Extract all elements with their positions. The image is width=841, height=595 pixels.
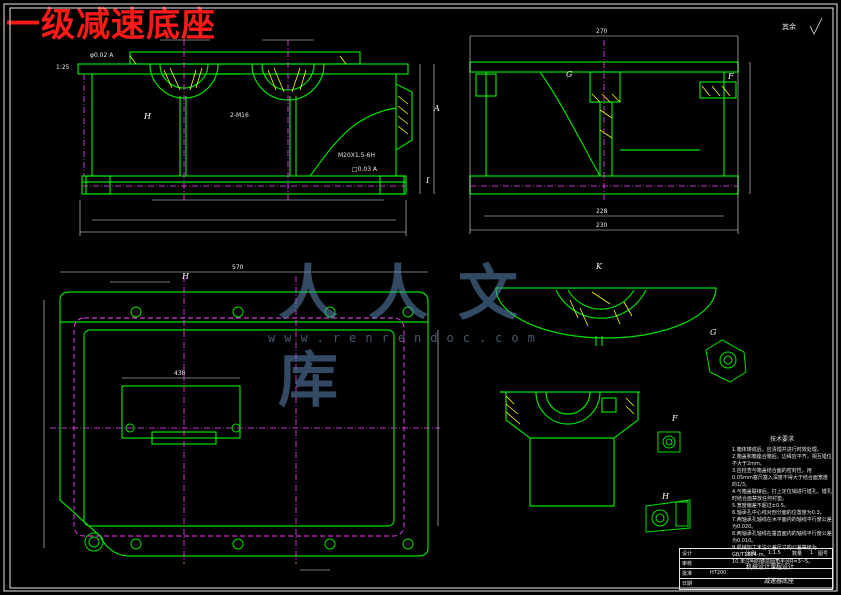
tb-qty: 1 [810,550,814,556]
detail-g [705,339,747,383]
note-item: 1.箱体铸成后，应清理并进行时效处理。 [732,447,822,453]
tb-rule [680,578,832,579]
roughness-note: 其余 [782,23,796,31]
note-item: 8.两轴承孔轴线在垂直面内的轴线平行度公差为0.010。 [732,531,832,544]
note-item: 6.轴承孔中心线对剖分面的位置度为0.3。 [732,510,825,516]
tb-checker-label: 审核 [682,561,693,567]
dim-top-length: 570 [232,264,244,271]
top-view-holes [84,306,414,552]
side-view-hatch [591,85,731,139]
dim-front-tolerance: φ0.02 A [90,52,114,59]
detail-h [645,499,691,533]
dim-side-width: 270 [596,28,608,35]
note-item: 10.未注明的铸造圆角半径R=3~5。 [732,559,814,565]
note-item: 2.箱盖和箱座合箱后，边缘应平齐，相互错位不大于2mm。 [732,454,832,467]
section-g [500,391,640,507]
tb-material: HT200 [710,570,727,576]
drawing-title: 一级减速底座 [6,5,216,45]
section-label-g: G [710,328,717,337]
section-k-hatch [569,291,633,327]
dim-top-spacing: 438 [174,370,186,377]
dim-side-inner: 228 [596,208,608,215]
tb-rule [680,568,832,569]
side-label-g: G [566,70,573,79]
tb-date-label: 日期 [682,581,693,587]
top-view [59,291,429,557]
dim-side-base: 230 [596,222,608,229]
front-view-center [82,40,406,200]
section-label-h: H [662,492,669,501]
tb-approver-label: 批准 [682,571,693,577]
tb-rule [680,558,832,559]
side-label-f: F [728,72,734,81]
front-label-i: I [426,176,430,185]
front-label-h: H [144,112,151,121]
dim-front-bolt: 2-M16 [230,112,249,119]
section-g-hatch [505,395,635,425]
top-label-h: H [182,272,189,281]
tb-school: 机械设计课程设计 [746,564,795,571]
dim-front-flatness: □0.03 A [352,166,378,173]
inner-frame [9,7,834,589]
technical-notes: 技术要求 1.箱体铸成后，应清理并进行时效处理。 2.箱盖和箱座合箱后，边缘应平… [732,436,832,566]
dim-front-slope: 1:25 [56,64,70,71]
side-view-center [470,40,738,200]
section-label-k: K [596,262,602,271]
note-item: 5.宽度偏差不超过±0.5。 [732,503,789,509]
title-block: 设计 审核 批准 日期 比例 1:1.5 数量 1 图号 机械设计课程设计 HT… [679,548,833,590]
top-view-center [50,276,440,564]
tb-drawing-name: 减速器底座 [764,578,795,585]
section-label-f: F [672,414,678,423]
section-k [495,287,717,346]
note-item: 7.两轴承孔轴线在水平面内的轴线平行度公差为0.020。 [732,517,832,530]
side-view-dims [469,35,751,234]
tb-sheet-label: 图号 [818,551,829,557]
roughness-symbol [809,17,823,35]
dim-front-thread: M20X1.5-6H [338,152,375,159]
front-view-dims [79,39,435,236]
notes-heading: 技术要求 [769,436,794,443]
note-item: 4.与箱盖联接后，打上定位销进行镗孔，镗孔时结合面禁放任何衬垫。 [732,489,832,502]
top-view-inner [73,317,405,537]
tb-scale: 1:1.5 [768,550,781,556]
outer-frame [3,3,838,592]
tb-scale-label: 比例 [746,551,757,557]
top-view-dims [43,271,439,571]
tb-qty-label: 数量 [792,551,803,557]
detail-f [657,431,681,453]
front-view-hatch [129,55,409,135]
front-label-a: A [434,104,440,113]
note-item: 3.应检查与箱盖结合面的密封性，用0.05mm塞尺塞入深度不得大于结合面宽度的1… [732,468,828,488]
tb-designer-label: 设计 [682,551,693,557]
